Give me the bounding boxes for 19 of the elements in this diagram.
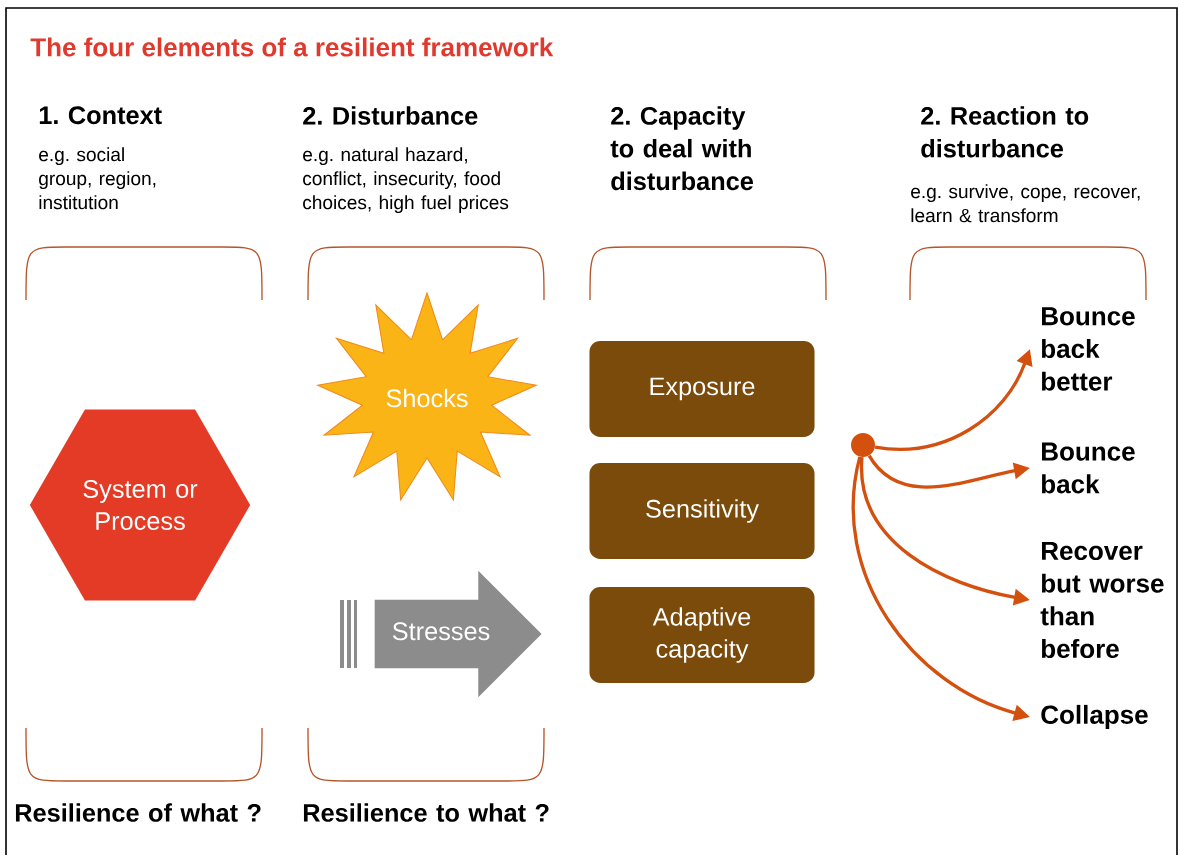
hexagon: System or Process [29, 409, 251, 601]
column-heading: 1. Context [39, 106, 162, 125]
outcome-text: Recover but worse than before [1040, 541, 1164, 659]
outcome-text: Bounce back better [1042, 307, 1135, 391]
question-text: Resilience of what ? [15, 803, 261, 822]
column-heading: 2. Disturbance [303, 106, 478, 125]
hub-circle [851, 433, 875, 457]
title: The four elements of a resilient framework [30, 37, 554, 57]
process-box: Exposure [589, 341, 815, 437]
example-text: e.g. survive, cope, recover, learn & transform [911, 184, 1140, 223]
example-text: e.g. natural hazard, conflict, insecurity, food choices, high fuel prices [303, 147, 509, 214]
process-box: Adaptive capacity [589, 587, 815, 683]
example-text: e.g. social group, region, institution [39, 147, 156, 210]
column-heading: 2. Capacity to deal with disturbance [610, 106, 753, 191]
outcome-text: Collapse [1041, 704, 1148, 730]
outcome-text: Bounce back [1042, 442, 1135, 494]
process-box: Sensitivity [589, 463, 815, 559]
question-text: Resilience to what ? [303, 803, 549, 822]
column-heading: 2. Reaction to disturbance [921, 106, 1089, 158]
